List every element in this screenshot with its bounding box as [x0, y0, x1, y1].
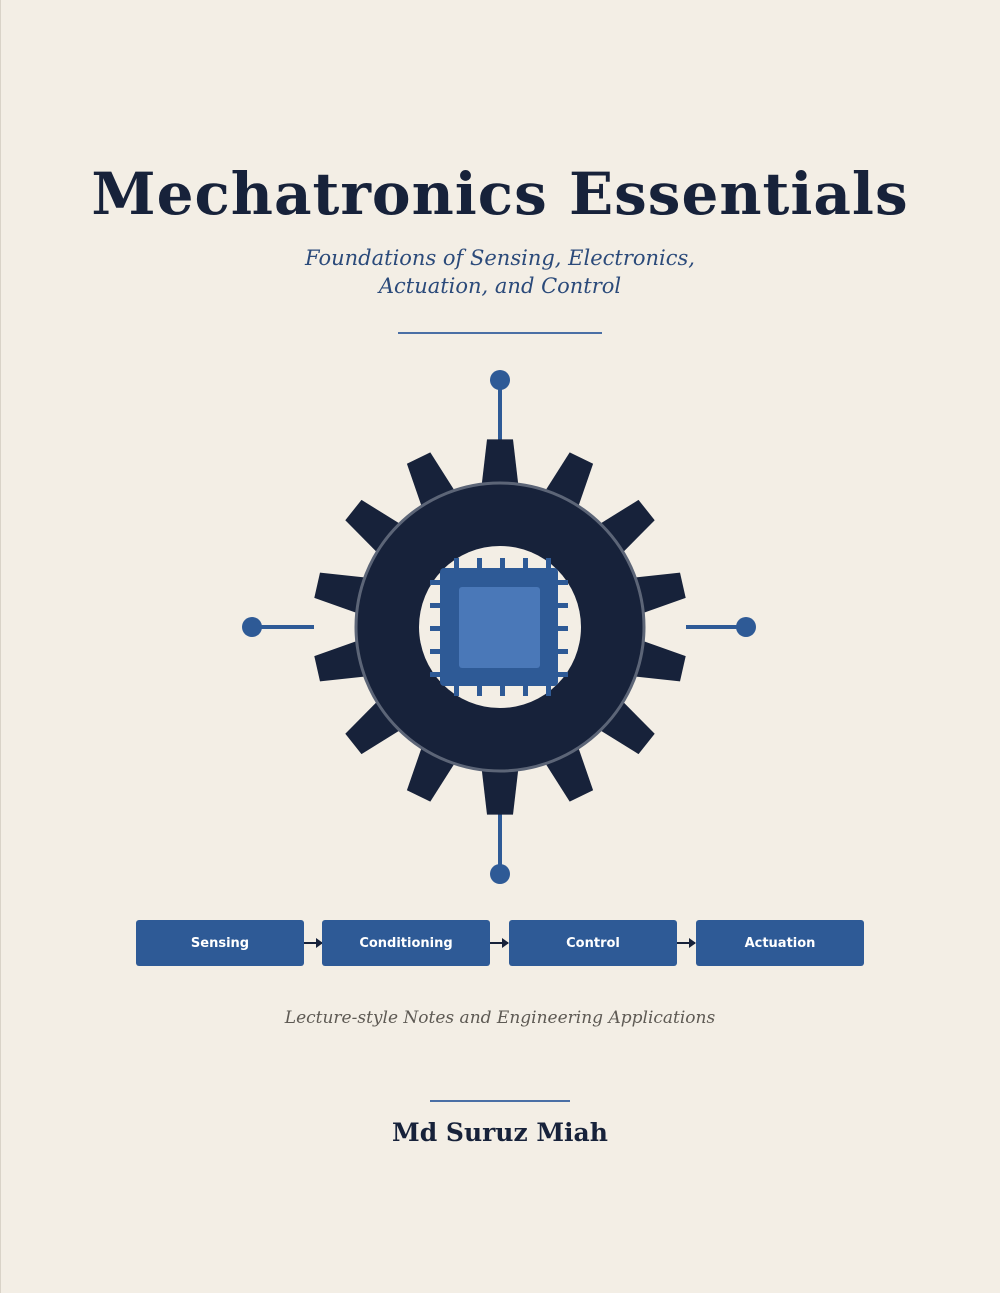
gear-chip-emblem	[242, 370, 756, 884]
chip-pin	[500, 684, 505, 696]
page-edge-line	[0, 0, 1, 1293]
chip-pin	[430, 672, 442, 677]
subtitle-line-2: Actuation, and Control	[378, 274, 622, 298]
top-divider	[398, 332, 602, 334]
bottom-divider	[430, 1100, 570, 1102]
chip-pin	[556, 672, 568, 677]
connector-left	[242, 617, 314, 637]
subtitle-line-1: Foundations of Sensing, Electronics,	[305, 246, 695, 270]
flow-arrow-2	[490, 938, 509, 948]
flow-step-control: Control	[509, 920, 677, 966]
flow-step-conditioning: Conditioning	[322, 920, 490, 966]
chip-pin	[523, 558, 528, 570]
flow-step-actuation: Actuation	[696, 920, 864, 966]
chip-pin	[454, 558, 459, 570]
chip-pin	[430, 626, 442, 631]
chip-pin	[546, 684, 551, 696]
chip-pin	[477, 684, 482, 696]
flow-arrow-3	[677, 938, 696, 948]
chip-pin	[556, 580, 568, 585]
chip-pin	[430, 580, 442, 585]
process-flow: Sensing Conditioning Control Actuation	[136, 920, 864, 966]
chip-pin	[500, 558, 505, 570]
chip-pin	[430, 603, 442, 608]
flow-arrow-1	[304, 938, 323, 948]
chip-pin	[523, 684, 528, 696]
connector-top	[490, 370, 510, 446]
chip-pin	[556, 626, 568, 631]
chip-pin	[556, 649, 568, 654]
connector-right	[686, 617, 756, 637]
chip-pin	[454, 684, 459, 696]
chip-pin	[430, 649, 442, 654]
chip-pin	[546, 558, 551, 570]
connector-bottom	[490, 810, 510, 884]
chip-pin	[477, 558, 482, 570]
book-title: Mechatronics Essentials	[91, 160, 909, 228]
author-name: Md Suruz Miah	[392, 1118, 608, 1147]
flow-step-sensing: Sensing	[136, 920, 304, 966]
tagline: Lecture-style Notes and Engineering Appl…	[284, 1008, 716, 1028]
microchip-icon	[430, 558, 568, 696]
chip-pin	[556, 603, 568, 608]
book-subtitle: Foundations of Sensing, Electronics, Act…	[0, 244, 1000, 300]
